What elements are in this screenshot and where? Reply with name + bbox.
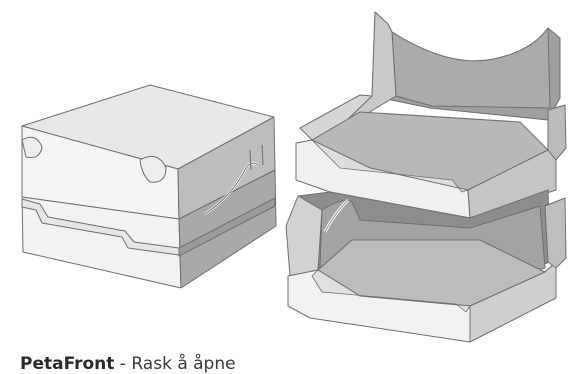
open-trays-illustration (286, 12, 566, 342)
closed-box-illustration (22, 85, 276, 288)
